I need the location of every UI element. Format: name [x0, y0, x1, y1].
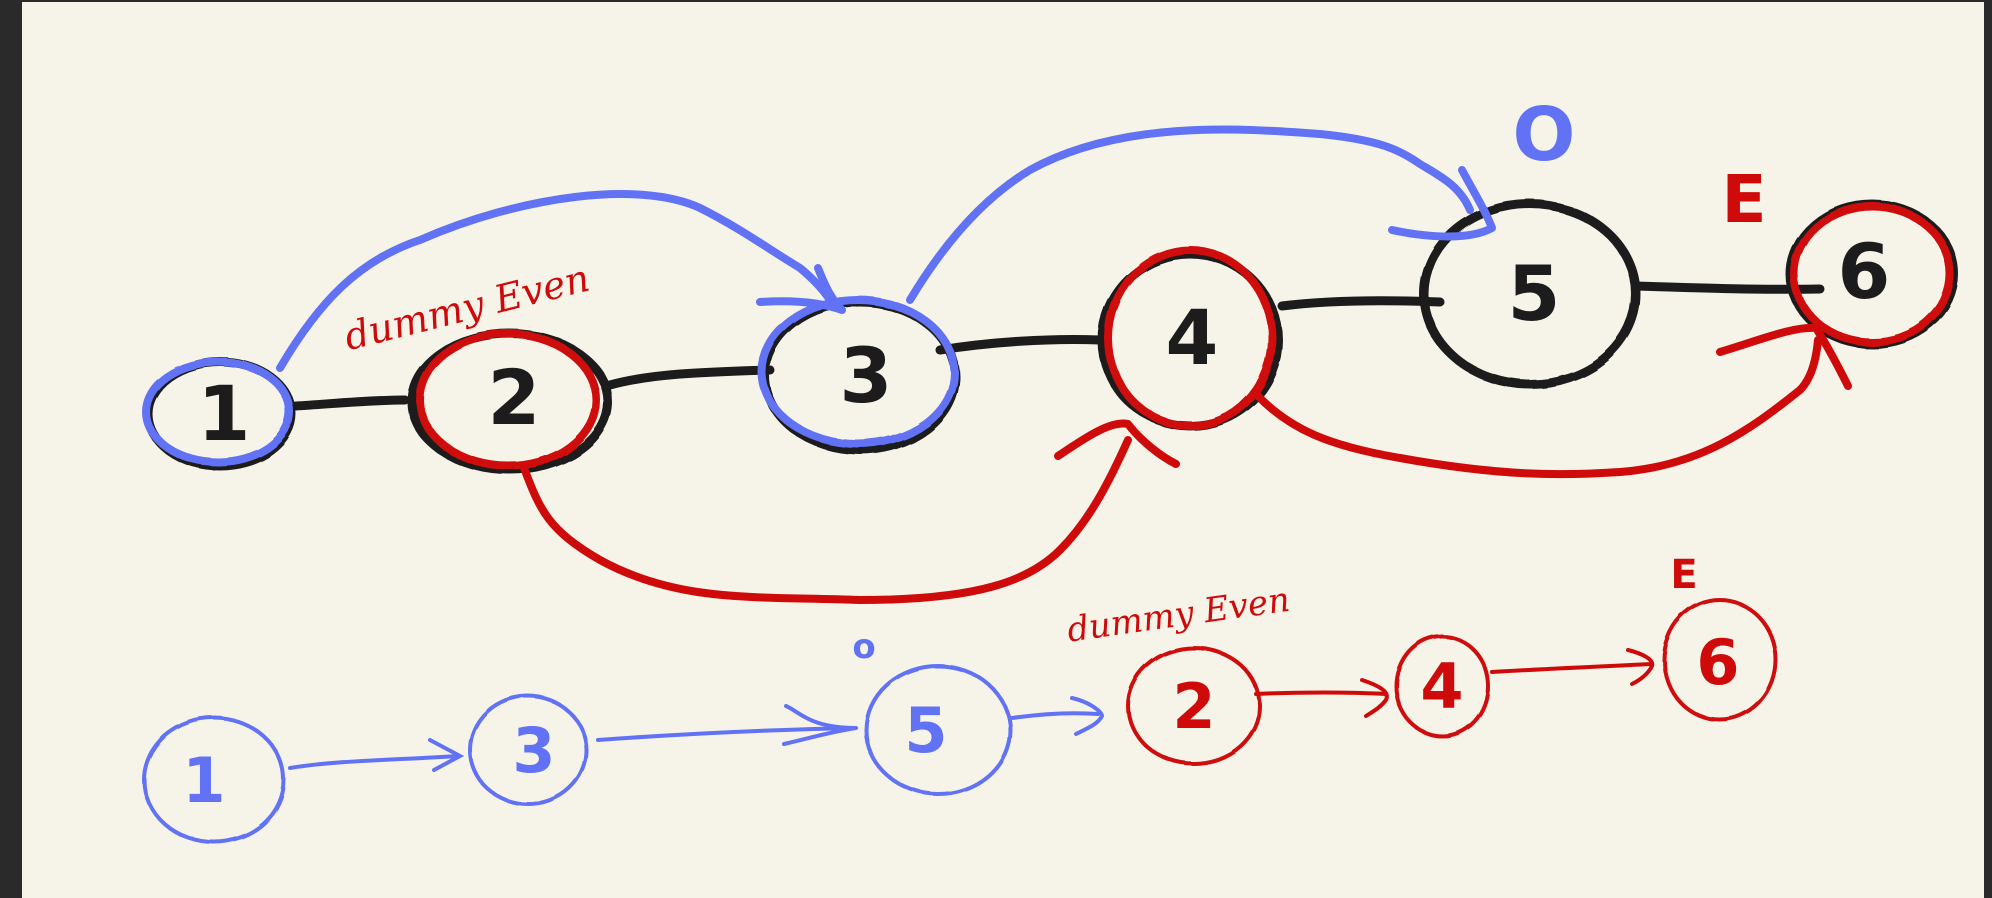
odd-chain-top — [142, 125, 1496, 466]
odd-pointer-marker: O — [1513, 92, 1576, 178]
bottom-odd-node-3-circle — [468, 694, 588, 806]
bottom-odd-node-3-label: 3 — [512, 714, 555, 787]
dummy-even-label-bottom: dummy Even — [1065, 580, 1293, 651]
link-2-3 — [605, 365, 775, 390]
top-node-5-circle — [1419, 199, 1641, 389]
bottom-even-list — [1126, 598, 1778, 766]
odd-arrow-3-to-5 — [906, 125, 1474, 304]
top-node-1-label: 1 — [198, 369, 251, 458]
bottom-even-marker: E — [1670, 552, 1697, 598]
bottom-odd-marker: o — [852, 627, 875, 667]
bottom-odd-node-5-circle — [864, 664, 1012, 796]
bottom-even-node-2-label: 2 — [1172, 670, 1215, 743]
bottom-even-node-2-circle — [1126, 646, 1262, 766]
even-pointer-marker: E — [1721, 161, 1766, 238]
bottom-arrow-4-to-6 — [1490, 662, 1654, 674]
bottom-even-node-4-label: 4 — [1420, 650, 1463, 723]
even-arrow-4-to-6 — [1252, 336, 1822, 479]
bottom-odd-node-1-circle — [142, 716, 286, 844]
bottom-odd-list — [142, 664, 1105, 844]
link-1-2 — [291, 395, 410, 411]
link-4-5 — [1277, 296, 1445, 311]
window-edge — [1984, 0, 1992, 898]
link-3-4 — [935, 334, 1105, 355]
bottom-odd-node-5-label: 5 — [904, 694, 947, 767]
odd-highlight-node-3 — [758, 296, 958, 448]
even-highlight-node-4 — [1104, 246, 1276, 430]
bottom-arrowhead-4-to-6 — [1626, 648, 1655, 686]
bottom-arrowhead-5-to-2 — [1070, 696, 1105, 736]
even-highlight-node-6 — [1790, 202, 1954, 346]
bottom-arrowhead-3-to-5 — [782, 704, 858, 746]
bottom-even-node-4-circle — [1394, 634, 1490, 738]
top-node-4-label: 4 — [1166, 293, 1219, 382]
even-chain-top — [416, 202, 1954, 605]
top-node-5-label: 5 — [1508, 249, 1561, 338]
odd-arrow-1-to-3 — [276, 190, 834, 372]
even-arrowhead-4-to-6 — [1716, 323, 1852, 390]
even-arrowhead-2-to-4 — [1054, 419, 1180, 468]
even-highlight-node-2 — [416, 330, 600, 470]
bottom-arrow-2-to-4 — [1254, 690, 1388, 696]
bottom-arrowhead-1-to-3 — [428, 738, 465, 772]
drawing-canvas — [22, 2, 1984, 898]
bottom-arrow-1-to-3 — [288, 754, 460, 770]
top-node-2-label: 2 — [488, 353, 541, 442]
odd-arrowhead-3-to-5 — [1388, 166, 1496, 241]
bottom-arrowhead-2-to-4 — [1360, 678, 1389, 718]
bottom-arrow-3-to-5 — [596, 726, 854, 742]
bottom-odd-node-1-label: 1 — [182, 744, 225, 817]
odd-arrowhead-1-to-3 — [756, 264, 846, 314]
bottom-arrow-5-to-2 — [1010, 711, 1100, 720]
odd-highlight-node-1 — [142, 358, 294, 466]
even-arrow-2-to-4 — [520, 436, 1132, 605]
bottom-even-node-6-label: 6 — [1696, 626, 1739, 699]
top-node-3-label: 3 — [840, 331, 893, 420]
top-node-6-label: 6 — [1838, 227, 1891, 316]
bottom-even-node-6-circle — [1662, 598, 1778, 722]
